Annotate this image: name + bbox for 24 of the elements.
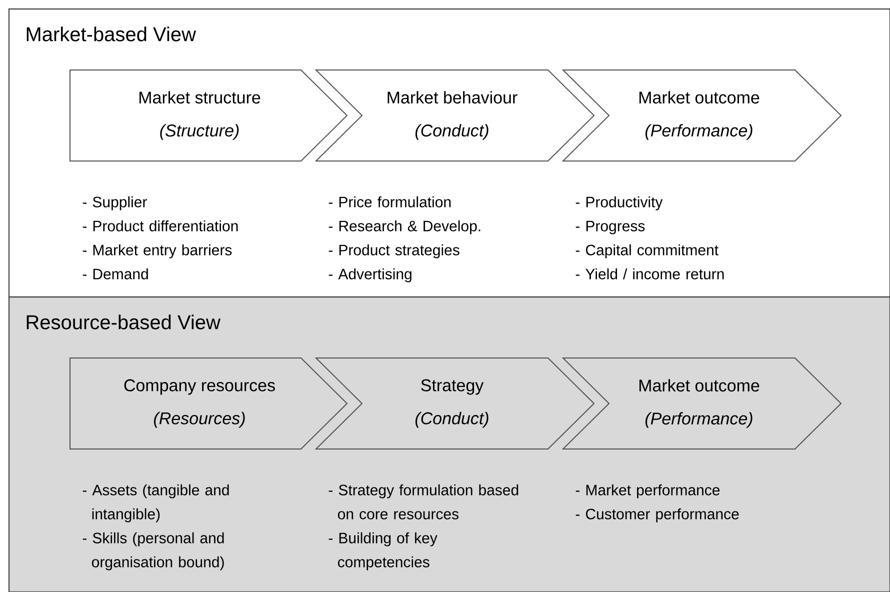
process-step: Strategy (Conduct) — [314, 358, 595, 450]
list-item: - Research & Develop. — [328, 220, 480, 234]
list-item: - Yield / income return — [576, 268, 724, 280]
list-item: - Product differentiation — [82, 220, 238, 232]
list-item: - Progress — [576, 220, 645, 234]
list-item: - Advertising — [328, 268, 412, 282]
list-item: - Customer performance — [576, 508, 739, 522]
list-item: - Demand — [82, 268, 148, 280]
list-item: - Building of key competencies — [328, 532, 438, 570]
process-step: Market behaviour (Conduct) — [314, 70, 595, 162]
list-item: - Capital commitment — [576, 244, 718, 258]
list-item: - Supplier — [82, 196, 147, 210]
process-step: Market outcome (Performance) — [562, 70, 842, 162]
list-item: - Price formulation — [328, 196, 451, 208]
process-step: Company resources (Resources) — [70, 358, 348, 450]
list-item: - Skills (personal and organisation bound) — [82, 532, 224, 570]
list-item: - Productivity — [576, 196, 663, 210]
list-item: - Assets (tangible and intangible) — [82, 484, 229, 522]
process-step: Market outcome (Performance) — [562, 358, 842, 450]
list-item: - Market entry barriers — [82, 244, 232, 258]
list-item: - Product strategies — [328, 244, 460, 258]
process-step: Market structure (Structure) — [70, 70, 348, 162]
list-item: - Strategy formulation based on core resources — [328, 484, 518, 520]
list-item: - Market performance — [576, 484, 720, 498]
